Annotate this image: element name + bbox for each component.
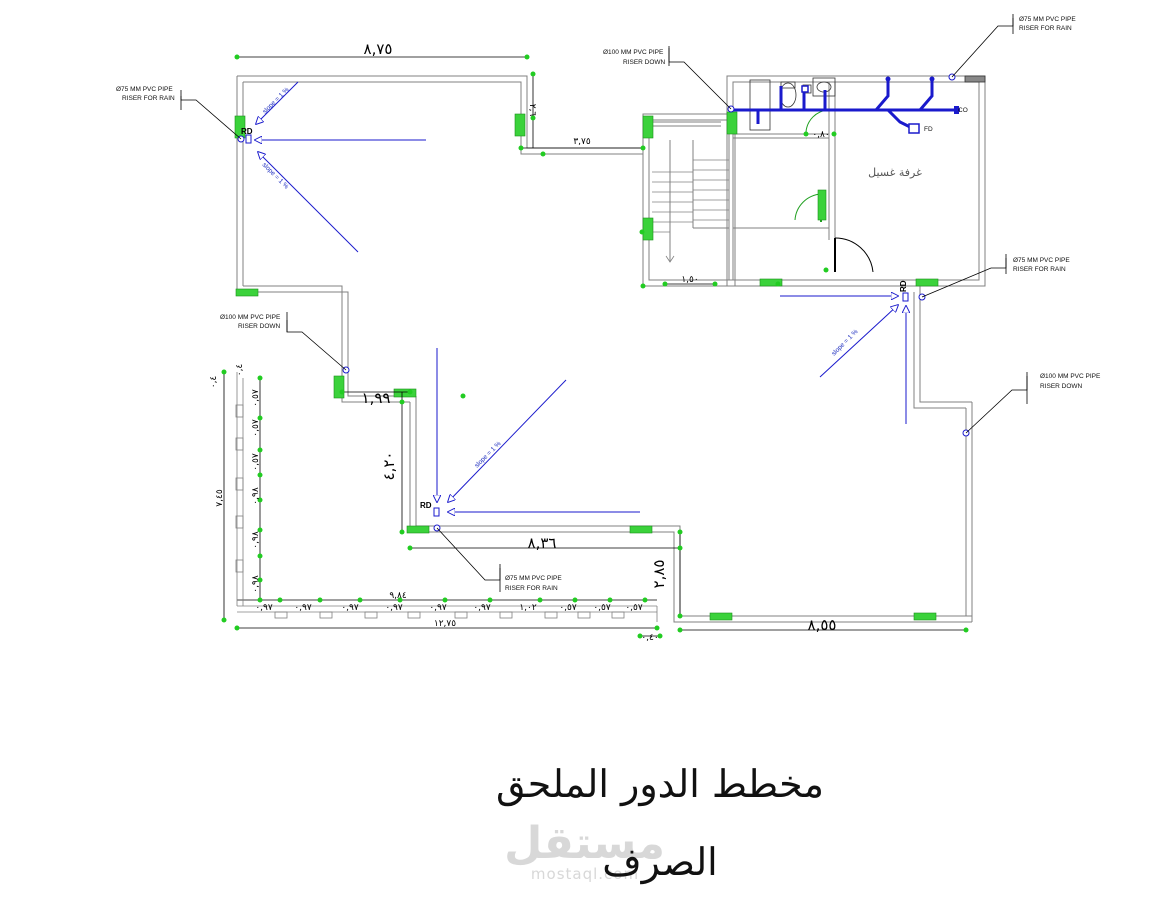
dim-left-seg: ٠,٥٧ xyxy=(251,419,261,437)
note-down-100-b2: RISER DOWN xyxy=(623,59,666,66)
stair-treads xyxy=(652,159,729,263)
slope-label: slope = 1 % xyxy=(473,440,502,469)
note-rain-75-b2: RISER FOR RAIN xyxy=(1019,25,1072,32)
slope-label: slope = 1 % xyxy=(830,328,859,357)
co-label: CO xyxy=(958,107,968,114)
dim-door: ٠,٨٠ xyxy=(812,130,829,140)
note-rain-75-a2: RISER FOR RAIN xyxy=(122,95,175,102)
slope-label: slope = 1 % xyxy=(261,86,290,115)
dim-left-seg: ٠,٥٧ xyxy=(251,389,261,407)
windows xyxy=(234,111,939,621)
room-label: غرفة غسيل xyxy=(868,166,922,179)
rd-label: RD xyxy=(420,501,432,510)
note-rain-75-d: Ø75 MM PVC PIPE xyxy=(505,575,562,582)
slope-arrows xyxy=(255,81,906,512)
dim-left-seg: ٠,٩٨ xyxy=(251,487,261,505)
note-down-100-c: Ø100 MM PVC PIPE xyxy=(1040,373,1101,380)
plumbing-nodes xyxy=(801,76,959,134)
note-down-100-c2: RISER DOWN xyxy=(1040,383,1083,390)
dim-bottom-seg: ٠,٥٧ xyxy=(559,603,577,613)
slope-label: slope = 1 % xyxy=(261,161,290,190)
watermark-arabic: مستقل xyxy=(504,818,665,869)
note-rain-75-a: Ø75 MM PVC PIPE xyxy=(116,86,173,93)
watermark-latin: mostaql.com xyxy=(530,865,640,883)
dim-bottom-seg: ٠,٩٧ xyxy=(341,603,359,613)
dim-bottom-seg: ٠,٥٧ xyxy=(593,603,611,613)
dim-bottom-seg: ٠,٥٧ xyxy=(625,603,643,613)
dim-bottom-right: ٨,٥٥ xyxy=(808,616,837,634)
dim-corner-small: ٠,٤ xyxy=(235,364,245,377)
dim-bottom-seg: ٠,٩٧ xyxy=(473,603,491,613)
note-rain-75-c: Ø75 MM PVC PIPE xyxy=(1013,257,1070,264)
dim-wall-height: ٤,٢٠ xyxy=(380,452,398,481)
note-rain-75-d2: RISER FOR RAIN xyxy=(505,585,558,592)
dim-left-seg: ٠,٩٨ xyxy=(251,531,261,549)
dim-top-width: ٨,٧٥ xyxy=(364,40,393,58)
fd-label: FD xyxy=(924,126,933,133)
dim-left-seg: ٠,٥٧ xyxy=(251,453,261,471)
rd-label: RD xyxy=(899,280,908,292)
dim-bottom-mid: ٨,٣٦ xyxy=(528,534,557,552)
dim-bottom-seg: ٠,٩٧ xyxy=(255,603,273,613)
pipe-notes: Ø75 MM PVC PIPE RISER FOR RAIN Ø100 MM P… xyxy=(116,16,1101,592)
note-rain-75-b: Ø75 MM PVC PIPE xyxy=(1019,16,1076,23)
fence-openings xyxy=(235,372,658,622)
dim-corner-bottom: ٠,٤٠ xyxy=(641,633,658,643)
dim-corner-small-2: ٠,٤ xyxy=(209,376,219,389)
dim-step-width: ٣,٧٥ xyxy=(573,137,591,147)
dim-bottom-seg: ٠,٩٧ xyxy=(385,603,403,613)
note-down-100-a2: RISER DOWN xyxy=(238,323,281,330)
note-rain-75-c2: RISER FOR RAIN xyxy=(1013,266,1066,273)
dim-mid: ١,٩٩ xyxy=(362,389,391,407)
watermark: مستقل mostaql.com xyxy=(504,818,665,883)
dimension-lines xyxy=(223,56,966,637)
walls xyxy=(236,75,986,623)
leader-lines xyxy=(180,14,1028,592)
dimension-nodes xyxy=(221,54,969,639)
drawing-title: مخطط الدور الملحق xyxy=(496,762,824,806)
note-down-100-a: Ø100 MM PVC PIPE xyxy=(220,314,281,321)
dim-left-total: ٧,٤٥ xyxy=(215,489,225,507)
dimension-labels: ٨,٧٥ ٣,٧٥ ٢,٦ ١,٥٠ ٠,٨٠ ١,٩٩ ٤,٢٠ ٨,٣٦ ٢… xyxy=(209,40,836,643)
slope-labels: slope = 1 % slope = 1 % slope = 1 % slop… xyxy=(261,86,860,469)
dim-bottom-seg: ٠,٩٧ xyxy=(429,603,447,613)
note-down-100-b: Ø100 MM PVC PIPE xyxy=(603,49,664,56)
dim-bottom-seg: ١,٠٢ xyxy=(519,603,537,613)
dim-left-seg: ٠,٩٨ xyxy=(251,575,261,593)
drain-labels: RD RD RD FD CO xyxy=(241,107,968,510)
drawing-subtitle: الصرف xyxy=(602,840,718,884)
plumbing-pipes xyxy=(733,78,960,130)
dim-right-step: ٢,٨٥ xyxy=(650,560,668,589)
dim-bottom-total: ١٢,٧٥ xyxy=(434,619,456,629)
dim-inner-total: ٩,٨٤ xyxy=(389,591,407,601)
dim-step-height: ٢,٦ xyxy=(527,104,537,117)
dim-bottom-seg: ٠,٩٧ xyxy=(294,603,312,613)
dim-stair: ١,٥٠ xyxy=(681,275,698,285)
sanitary-fixtures xyxy=(749,75,986,131)
rd-label: RD xyxy=(241,127,253,136)
